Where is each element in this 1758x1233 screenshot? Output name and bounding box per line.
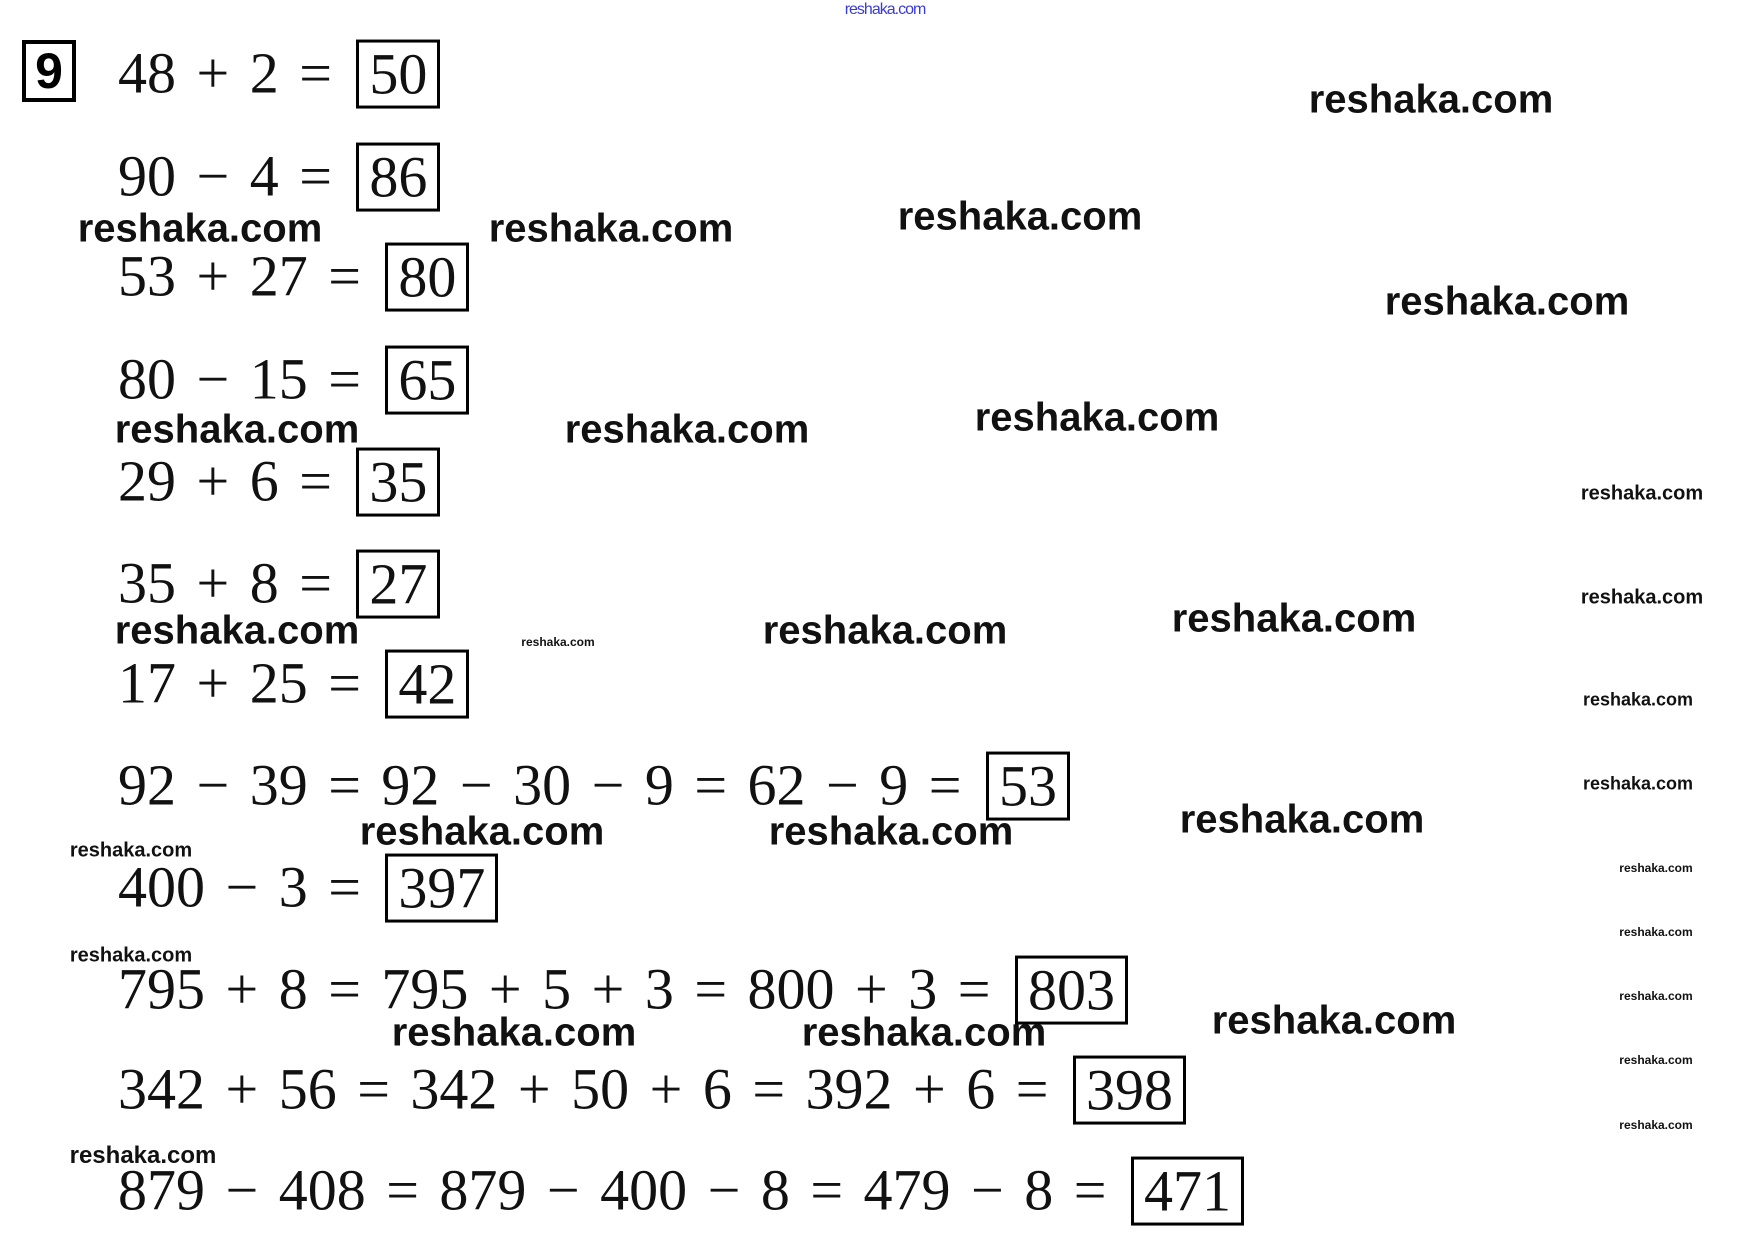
watermark: reshaka.com [114, 608, 360, 653]
answer-box: 50 [356, 39, 441, 109]
watermark: reshaka.com [1580, 482, 1704, 505]
watermark: reshaka.com [1171, 596, 1417, 641]
watermark: reshaka.com [1619, 925, 1693, 939]
watermark: reshaka.com [1211, 998, 1457, 1043]
expression: 795 + 8 = 795 + 5 + 3 = 800 + 3 = [118, 956, 1011, 1022]
watermark: reshaka.com [1619, 1118, 1693, 1132]
watermark: reshaka.com [1619, 989, 1693, 1003]
watermark: reshaka.com [1308, 77, 1554, 122]
watermark: reshaka.com [1582, 689, 1694, 710]
answer-box: 27 [356, 549, 441, 619]
expression: 17 + 25 = [118, 650, 382, 716]
watermark: reshaka.com [801, 1010, 1047, 1055]
equation-row: 342 + 56 = 342 + 50 + 6 = 392 + 6 = 398 [118, 1055, 1186, 1125]
answer-box: 80 [385, 242, 470, 312]
answer-box: 803 [1014, 955, 1128, 1025]
expression: 342 + 56 = 342 + 50 + 6 = 392 + 6 = [118, 1056, 1069, 1122]
watermark: reshaka.com [1619, 861, 1693, 875]
watermark: reshaka.com [974, 395, 1220, 440]
watermark: reshaka.com [69, 1142, 217, 1169]
answer-box: 397 [385, 853, 499, 923]
watermark: reshaka.com [762, 608, 1008, 653]
answer-box: 471 [1130, 1156, 1244, 1226]
watermark: reshaka.com [1580, 586, 1704, 609]
watermark: reshaka.com [564, 407, 810, 452]
expression: 92 − 39 = 92 − 30 − 9 = 62 − 9 = [118, 752, 982, 818]
equation-row: 48 + 2 = 50 [118, 39, 441, 109]
equation-row: 90 − 4 = 86 [118, 142, 441, 212]
watermark: reshaka.com [1582, 773, 1694, 794]
answer-box: 42 [385, 649, 470, 719]
watermark: reshaka.com [391, 1010, 637, 1055]
watermark: reshaka.com [1179, 797, 1425, 842]
watermark: reshaka.com [768, 809, 1014, 854]
watermark: reshaka.com [844, 1, 927, 18]
expression: 35 + 8 = [118, 550, 353, 616]
expression: 48 + 2 = [118, 40, 353, 106]
answer-box: 35 [356, 447, 441, 517]
expression: 29 + 6 = [118, 448, 353, 514]
expression: 80 − 15 = [118, 346, 382, 412]
answer-box: 398 [1072, 1055, 1186, 1125]
watermark: reshaka.com [897, 194, 1143, 239]
equation-row: 879 − 408 = 879 − 400 − 8 = 479 − 8 = 47… [118, 1156, 1244, 1226]
equation-row: 795 + 8 = 795 + 5 + 3 = 800 + 3 = 803 [118, 955, 1128, 1025]
answer-box: 53 [985, 751, 1070, 821]
equation-row: 53 + 27 = 80 [118, 242, 470, 312]
watermark: reshaka.com [521, 635, 595, 649]
equation-row: 35 + 8 = 27 [118, 549, 441, 619]
expression: 53 + 27 = [118, 243, 382, 309]
equation-row: 17 + 25 = 42 [118, 649, 470, 719]
task-number: 9 [22, 40, 76, 102]
equation-row: 29 + 6 = 35 [118, 447, 441, 517]
expression: 879 − 408 = 879 − 400 − 8 = 479 − 8 = [118, 1157, 1127, 1223]
equation-row: 400 − 3 = 397 [118, 853, 499, 923]
answer-box: 65 [385, 345, 470, 415]
watermark: reshaka.com [69, 839, 193, 862]
watermark: reshaka.com [1384, 279, 1630, 324]
watermark: reshaka.com [359, 809, 605, 854]
equation-row: 92 − 39 = 92 − 30 − 9 = 62 − 9 = 53 [118, 751, 1070, 821]
answer-box: 86 [356, 142, 441, 212]
watermark: reshaka.com [69, 944, 193, 967]
watermark: reshaka.com [1619, 1053, 1693, 1067]
expression: 400 − 3 = [118, 854, 382, 920]
equation-row: 80 − 15 = 65 [118, 345, 470, 415]
watermark: reshaka.com [77, 206, 323, 251]
watermark: reshaka.com [488, 206, 734, 251]
expression: 90 − 4 = [118, 143, 353, 209]
watermark: reshaka.com [114, 407, 360, 452]
